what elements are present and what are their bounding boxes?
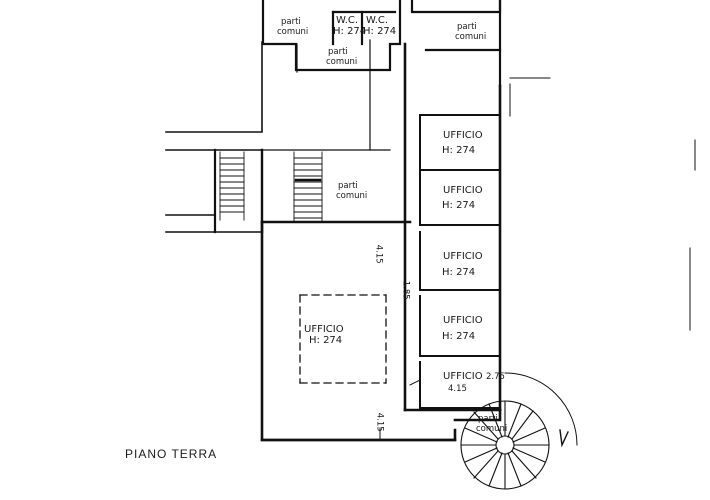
label-parti-comuni-top-right-2: comuni	[455, 32, 487, 42]
label-ufficio-2-height: H: 274	[442, 200, 476, 211]
label-parti-comuni-stairs-2: comuni	[476, 424, 508, 434]
label-ufficio-large-name: UFFICIO	[304, 324, 344, 335]
floor-title: PIANO TERRA	[125, 447, 218, 461]
dimension-mark-1: 4.15	[373, 244, 384, 264]
stair-center	[293, 151, 323, 223]
label-ufficio-large-height: H: 274	[309, 335, 343, 346]
label-wc-1-height: H: 274	[333, 26, 367, 37]
label-parti-comuni-top-left-2: comuni	[277, 27, 309, 37]
label-ufficio-3-height: H: 274	[442, 267, 476, 278]
dimension-mark-3: 1.85	[400, 280, 411, 300]
label-wc-2-name: W.C.	[366, 15, 389, 26]
label-wc-1-name: W.C.	[336, 15, 359, 26]
misc-marks	[379, 77, 696, 441]
label-ufficio-3-name: UFFICIO	[443, 251, 483, 262]
wall-group-left	[165, 39, 391, 234]
label-parti-comuni-mid-top-1: parti	[328, 47, 348, 57]
dimension-mark-4: 4.15	[374, 412, 385, 432]
wall-group-top	[261, 0, 502, 88]
label-wc-2-height: H: 274	[363, 26, 397, 37]
dimension-mark-2: 4.15	[448, 384, 467, 394]
label-ufficio-5-name: UFFICIO	[443, 371, 483, 382]
large-office-dashed	[299, 294, 387, 384]
label-parti-comuni-top-left-1: parti	[281, 17, 301, 27]
label-parti-comuni-center-1: parti	[338, 181, 358, 191]
spiral-staircase	[460, 372, 578, 490]
wall-group-main	[260, 42, 502, 442]
label-parti-comuni-stairs-1: parti	[478, 414, 498, 424]
label-parti-comuni-top-right-1: parti	[457, 22, 477, 32]
office-partitions	[419, 114, 501, 409]
label-ufficio-1-name: UFFICIO	[443, 130, 483, 141]
label-ufficio-1-height: H: 274	[442, 145, 476, 156]
label-parti-comuni-mid-top-2: comuni	[326, 57, 358, 67]
label-ufficio-2-name: UFFICIO	[443, 185, 483, 196]
label-ufficio-4-height: H: 274	[442, 331, 476, 342]
stair-left	[219, 151, 245, 221]
dimension-mark-5: 2.75	[486, 372, 505, 382]
label-parti-comuni-center-2: comuni	[336, 191, 368, 201]
label-ufficio-4-name: UFFICIO	[443, 315, 483, 326]
